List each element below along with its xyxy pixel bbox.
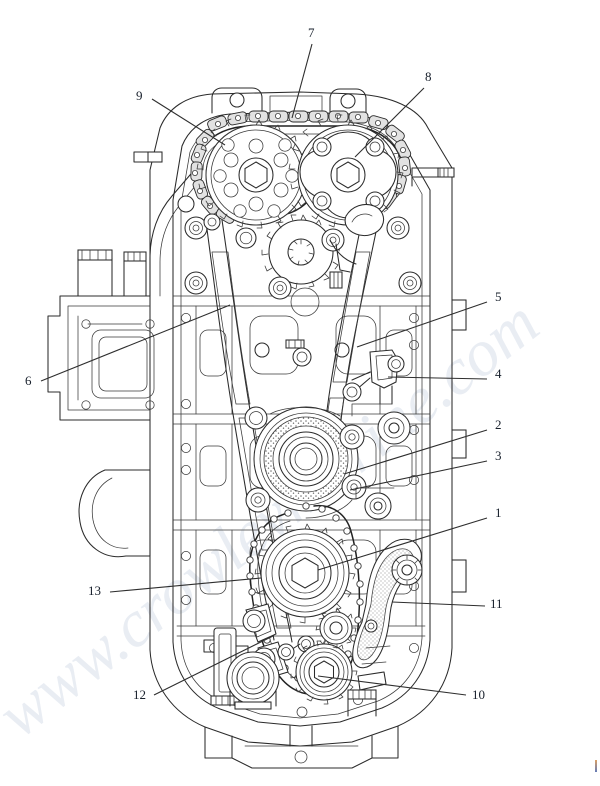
callout-label-13: 13: [88, 583, 101, 598]
callout-label-1: 1: [495, 505, 502, 520]
crankshaft-sprocket: [254, 523, 356, 624]
callout-label-10: 10: [472, 687, 485, 702]
camshaft-sprocket-intake: [196, 114, 312, 229]
head-bearing-bosses: [177, 195, 422, 367]
callout-label-7: 7: [308, 25, 315, 40]
cylinder-head-top: [211, 87, 367, 114]
engine-block-outline: [47, 91, 467, 769]
right-side-bosses: [351, 403, 411, 520]
balancer-drive-gear: [244, 406, 367, 519]
callout-label-12: 12: [133, 687, 146, 702]
callout-label-4: 4: [495, 366, 502, 381]
sprocket-lightening-holes-left: [213, 138, 299, 218]
camshaft-sprocket-exhaust: [288, 114, 404, 229]
callout-label-5: 5: [495, 289, 502, 304]
chain-pins-upper: [191, 113, 408, 209]
hydraulic-chain-tensioner: [203, 603, 315, 706]
callout-label-3: 3: [495, 448, 502, 463]
callout-label-11: 11: [490, 596, 503, 611]
oil-pump-drive-sprocket: [290, 639, 358, 705]
callout-label-8: 8: [425, 69, 432, 84]
chain-tensioner-arm: [352, 538, 423, 691]
callout-label-2: 2: [495, 417, 502, 432]
callout-label-6: 6: [25, 373, 32, 388]
callout-leader-lines: [40, 43, 488, 696]
oil-pump-idler-gear: [315, 607, 357, 649]
chain-guide-bolt-bracket: [342, 349, 405, 405]
corner-registration-mark: [595, 760, 597, 772]
idler-gear-center: [261, 214, 341, 290]
callout-label-9: 9: [136, 88, 143, 103]
lower-left-bearing-bosses: [226, 651, 377, 717]
